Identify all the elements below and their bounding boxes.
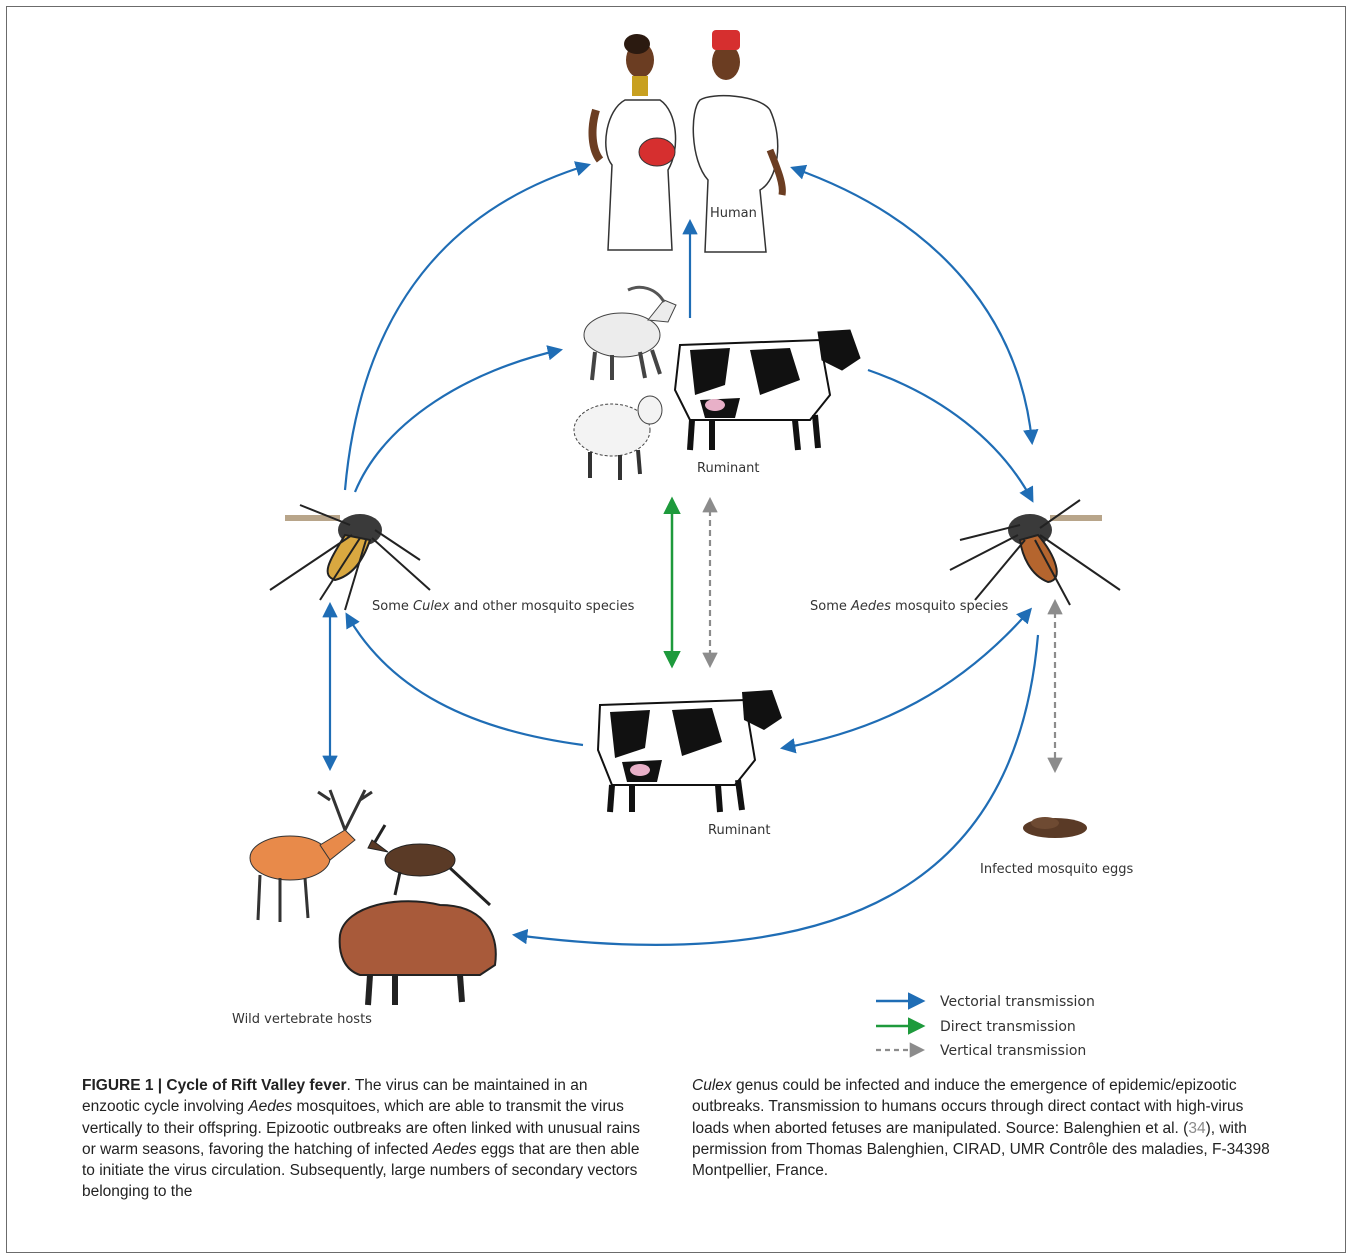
cow-icon: [673, 329, 861, 451]
wild-hosts-label: Wild vertebrate hosts: [232, 1012, 372, 1027]
mosquito-eggs-icon: [1023, 817, 1087, 838]
figure-caption: FIGURE 1 | Cycle of Rift Valley fever. T…: [82, 1075, 1272, 1253]
woman-icon: [588, 34, 677, 251]
arrow-cow-to-aedes: [867, 368, 1034, 503]
legend: Vectorial transmission Direct transmissi…: [876, 992, 1095, 1059]
arrow-culex-to-human: [343, 161, 591, 491]
deer-icon: [249, 789, 373, 922]
aedes-label: Some Aedes mosquito species: [810, 599, 1009, 614]
caption-right-column: Culex genus could be infected and induce…: [692, 1077, 1270, 1180]
arrow-aedes-to-wild: [511, 634, 1040, 946]
bison-icon: [338, 900, 497, 1006]
eggs-label: Infected mosquito eggs: [980, 862, 1133, 877]
reference-link[interactable]: 34: [1188, 1119, 1206, 1137]
man-icon: [692, 30, 786, 253]
ruminant-top-label: Ruminant: [697, 461, 760, 476]
legend-direct: Direct transmission: [940, 1019, 1076, 1035]
arrow-aedes-cow: [779, 607, 1033, 754]
rvf-cycle-diagram: Human Ruminant Some Culex and other mosq…: [232, 30, 1133, 1059]
legend-vectorial: Vectorial transmission: [940, 994, 1095, 1010]
caption-title: FIGURE 1 | Cycle of Rift Valley fever: [82, 1077, 347, 1094]
sheep-icon: [573, 395, 663, 480]
human-label: Human: [710, 206, 757, 221]
arrow-culex-to-goat: [353, 345, 564, 493]
goat-icon: [583, 285, 677, 381]
arrow-cow-to-culex: [345, 612, 584, 747]
antelope-icon: [367, 824, 492, 907]
aedes-mosquito-icon: [949, 499, 1121, 606]
legend-vertical: Vertical transmission: [940, 1043, 1086, 1059]
cow-bottom-icon: [596, 690, 782, 813]
ruminant-bottom-label: Ruminant: [708, 823, 771, 838]
caption-left-column: FIGURE 1 | Cycle of Rift Valley fever. T…: [82, 1077, 641, 1201]
culex-label: Some Culex and other mosquito species: [372, 599, 635, 614]
arrow-human-aedes: [790, 164, 1039, 446]
culex-mosquito-icon: [269, 504, 431, 611]
